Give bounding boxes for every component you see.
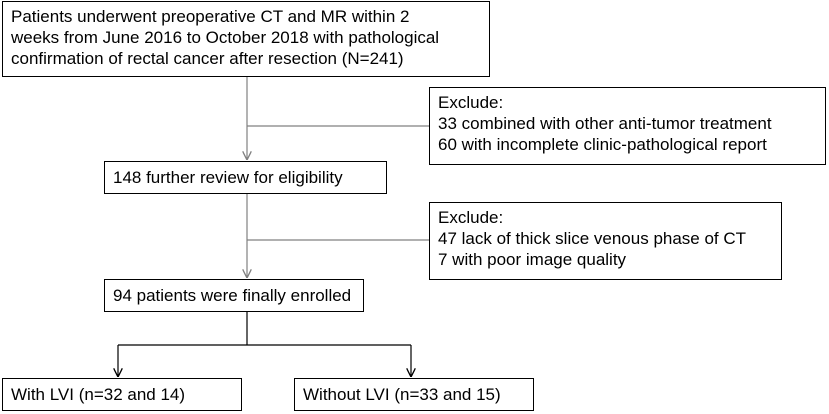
exclusion-1-heading: Exclude: [438,93,504,112]
exclusion-1-reason-1: 33 combined with other anti-tumor treatm… [438,114,772,133]
initial-cohort-line-2: weeks from June 2016 to October 2018 wit… [11,28,440,47]
initial-cohort-line-3: confirmation of rectal cancer after rese… [11,49,404,68]
without-lvi-text: Without LVI (n=33 and 15) [303,385,501,404]
exclusion-box-2: Exclude: 47 lack of thick slice venous p… [429,202,782,280]
enrolled-text: 94 patients were finally enrolled [113,286,352,305]
exclusion-1-reason-2: 60 with incomplete clinic-pathological r… [438,135,767,154]
with-lvi-text: With LVI (n=32 and 14) [11,385,186,404]
initial-cohort-line-1: Patients underwent preoperative CT and M… [11,7,410,26]
exclusion-box-1: Exclude: 33 combined with other anti-tum… [429,87,826,165]
eligibility-review-box: 148 further review for eligibility [104,161,387,194]
enrolled-box: 94 patients were finally enrolled [104,279,364,312]
without-lvi-box: Without LVI (n=33 and 15) [294,378,534,411]
with-lvi-box: With LVI (n=32 and 14) [2,378,242,411]
exclusion-2-heading: Exclude: [438,208,504,227]
eligibility-review-text: 148 further review for eligibility [113,168,343,187]
exclusion-2-reason-2: 7 with poor image quality [438,250,627,269]
exclusion-2-reason-1: 47 lack of thick slice venous phase of C… [438,229,747,248]
initial-cohort-box: Patients underwent preoperative CT and M… [2,1,490,77]
